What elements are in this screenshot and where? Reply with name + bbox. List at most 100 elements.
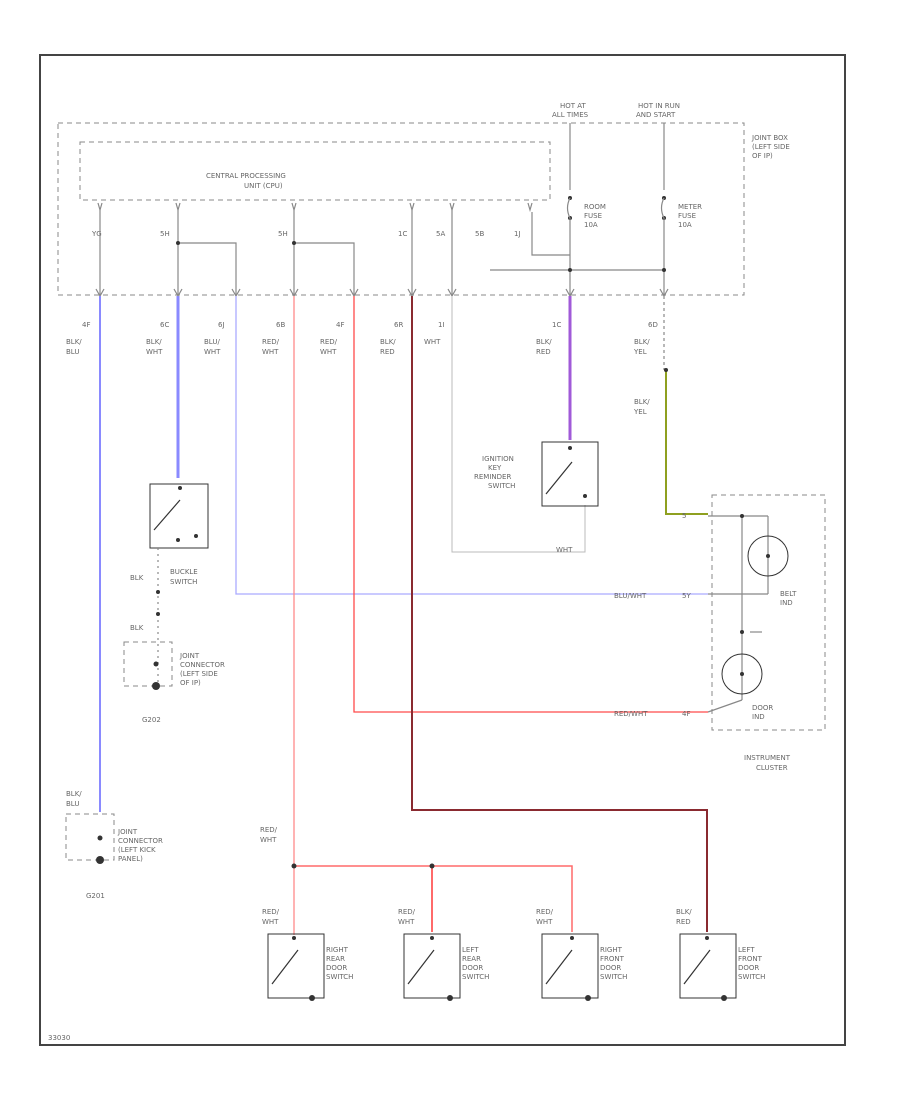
wire-label: BLK/RED	[536, 338, 552, 356]
internal-wire	[294, 242, 355, 295]
wire-red-wht-bus	[294, 865, 573, 932]
wire-node	[664, 368, 668, 372]
buckle-switch-contact	[178, 486, 182, 490]
junction-node	[176, 241, 180, 245]
bus-node	[429, 863, 435, 869]
cluster-pin-marker: 5	[682, 512, 686, 520]
joint-pin-label: 6B	[276, 321, 285, 329]
buckle-switch-contact	[176, 538, 180, 542]
wire-label: BLK/YEL	[633, 398, 650, 416]
cpu-pin-label: 5H	[160, 230, 170, 238]
wire-label: RED/WHT	[536, 908, 554, 926]
meter-fuse-element	[660, 197, 665, 219]
cluster-pin-label: 4F	[682, 710, 690, 718]
wire-red-wht-door-ind	[353, 296, 708, 713]
cpu-pin-label: 5A	[436, 230, 445, 238]
wire-label: WHT	[556, 546, 573, 554]
joint-connector-ip-box	[123, 641, 173, 687]
left-front-door-switch	[679, 933, 737, 1001]
door-ind-lamp-filament	[740, 672, 744, 676]
ignition-switch-contact	[568, 446, 572, 450]
wire-node	[156, 612, 160, 616]
cluster-bus	[707, 699, 743, 713]
wire-label: BLK/WHT	[146, 338, 163, 356]
joint-connector-terminal	[153, 661, 159, 667]
cpu-pin-label: 5B	[475, 230, 484, 238]
wire-label: BLU/WHT	[204, 338, 221, 356]
ignition-switch-box	[541, 441, 599, 507]
wire-node	[156, 590, 160, 594]
wire-label: RED/WHT	[260, 826, 278, 844]
buckle-switch-box	[149, 483, 209, 549]
cpu-pin-label: 1C	[398, 230, 407, 238]
wire-label: RED/WHT	[614, 710, 648, 718]
door-ind-lamp-icon	[721, 653, 763, 695]
diagram-code: 33030	[48, 1034, 70, 1042]
wire-blk-red-left-front	[411, 296, 708, 932]
room-fuse-element	[566, 197, 571, 219]
cluster-node	[740, 630, 744, 634]
wire-label: BLK/RED	[380, 338, 396, 356]
bus-node	[291, 863, 297, 869]
wire-label: BLK	[130, 624, 144, 632]
wire-label: RED/WHT	[320, 338, 338, 356]
left-rear-door-switch	[403, 933, 461, 1001]
ground-g202-label: G202	[142, 716, 161, 724]
wire-label: BLU/WHT	[614, 592, 647, 600]
ground-symbol	[96, 856, 104, 864]
ground-g201-label: G201	[86, 892, 105, 900]
cluster-node	[740, 514, 744, 518]
joint-pin-label: 6J	[218, 321, 225, 329]
cpu-pins	[97, 202, 533, 213]
joint-pin-label: 4F	[82, 321, 90, 329]
wire-blk-yel-cluster	[665, 370, 708, 515]
right-front-door-switch	[541, 933, 599, 1001]
joint-pin-label: 1C	[552, 321, 561, 329]
crossbar-node-right	[662, 268, 666, 272]
cpu-pin-1j-feed	[531, 212, 570, 256]
belt-ind-lamp-icon	[747, 535, 789, 577]
ignition-switch-blade	[545, 461, 573, 495]
wire-label: WHT	[424, 338, 441, 346]
joint-pin-label: 6D	[648, 321, 658, 329]
internal-wire	[178, 242, 237, 295]
instrument-cluster-outline	[711, 494, 826, 731]
crossbar-node-left	[568, 268, 572, 272]
joint-pin-label: 6R	[394, 321, 403, 329]
cpu-outline	[79, 141, 551, 201]
junction-node	[292, 241, 296, 245]
buckle-switch-blade	[153, 499, 181, 531]
joint-connector-terminal	[97, 835, 103, 841]
wire-label: RED/WHT	[398, 908, 416, 926]
wire-wht-ignition	[451, 296, 586, 553]
wire-label: BLK/BLU	[66, 790, 82, 808]
wire-label: BLK/YEL	[633, 338, 650, 356]
buckle-switch-contact	[194, 534, 198, 538]
wire-label: RED/WHT	[262, 908, 280, 926]
wire-label: BLK	[130, 574, 144, 582]
wire-label: RED/WHT	[262, 338, 280, 356]
ground-symbol	[152, 682, 160, 690]
belt-ind-lamp-filament	[766, 554, 770, 558]
cpu-pin-label: YG	[91, 230, 102, 238]
joint-pin-label: 4F	[336, 321, 344, 329]
wire-blu-wht-belt	[235, 296, 708, 595]
cluster-pin-label: 5Y	[682, 592, 691, 600]
